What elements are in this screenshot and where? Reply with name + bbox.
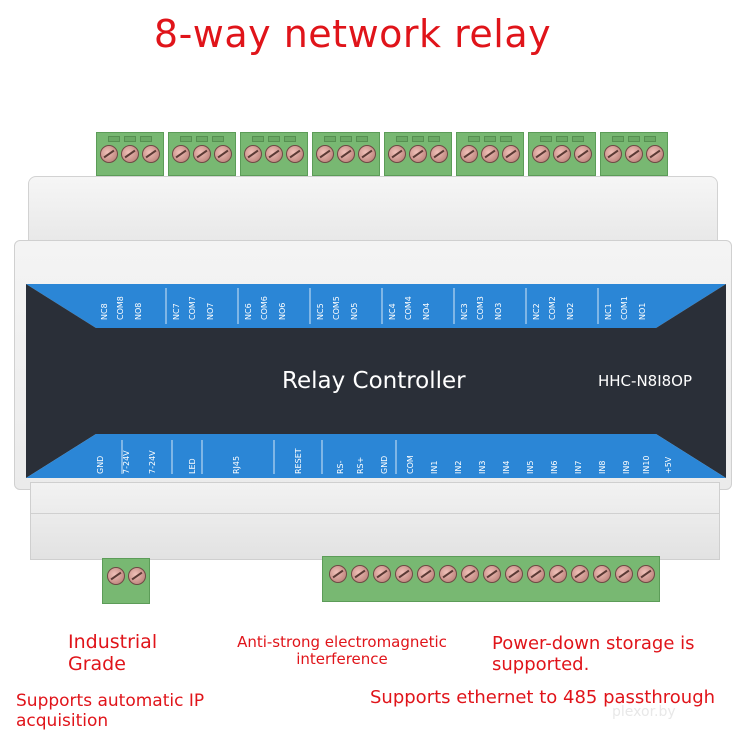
relay-label-no4: NO4 (422, 302, 431, 320)
relay-label-nc4: NC4 (388, 303, 397, 320)
relay-label-nc6: NC6 (244, 303, 253, 320)
feature-anti-em: Anti-strong electromagnetic interference (237, 633, 447, 669)
terminal-block-relay-8 (96, 132, 164, 176)
relay-label-no8: NO8 (134, 302, 143, 320)
product-title: 8-way network relay (153, 12, 552, 56)
io-label-13: IN4 (502, 460, 511, 474)
relay-label-nc2: NC2 (532, 303, 541, 320)
io-label-19: IN10 (642, 455, 651, 474)
relay-label-com3: COM3 (476, 296, 485, 320)
relay-label-nc8: NC8 (100, 303, 109, 320)
io-label-12: IN3 (478, 460, 487, 474)
feature-industrial-grade: Industrial Grade (68, 631, 158, 675)
relay-label-com8: COM8 (116, 296, 125, 320)
io-label-9: COM (406, 455, 415, 474)
terminal-block-relay-7 (168, 132, 236, 176)
io-label-6: RS- (336, 460, 345, 474)
relay-label-com1: COM1 (620, 296, 629, 320)
panel-graphic (26, 284, 726, 478)
io-label-16: IN7 (574, 460, 583, 474)
label-panel: NC8 COM8 NO8 NC7 COM7 NO7 NC6 COM6 NO6 NC5 COM5 NO5… (26, 284, 726, 478)
panel-title: Relay Controller (282, 368, 466, 394)
io-label-18: IN9 (622, 460, 631, 474)
terminal-block-relay-6 (240, 132, 308, 176)
relay-label-no2: NO2 (566, 302, 575, 320)
feature-auto-ip: Supports automatic IP acquisition (16, 691, 205, 731)
io-label-20: +5V (664, 456, 673, 474)
io-label-14: IN5 (526, 460, 535, 474)
io-label-8: GND (380, 455, 389, 474)
relay-label-no3: NO3 (494, 302, 503, 320)
relay-label-no1: NO1 (638, 302, 647, 320)
relay-label-nc5: NC5 (316, 303, 325, 320)
io-terminal-block (322, 556, 660, 602)
relay-label-com2: COM2 (548, 296, 557, 320)
io-label-17: IN8 (598, 460, 607, 474)
io-label-1: 7-24V (122, 450, 131, 474)
relay-label-com7: COM7 (188, 296, 197, 320)
terminal-block-relay-1 (600, 132, 668, 176)
relay-label-nc3: NC3 (460, 303, 469, 320)
relay-label-com6: COM6 (260, 296, 269, 320)
io-label-11: IN2 (454, 460, 463, 474)
top-terminal-blocks (96, 132, 668, 176)
housing-top (28, 176, 718, 248)
terminal-block-io (322, 556, 660, 602)
terminal-block-power (102, 558, 150, 604)
relay-label-no6: NO6 (278, 302, 287, 320)
io-label-4: RJ45 (232, 455, 241, 474)
relay-label-com5: COM5 (332, 296, 341, 320)
housing-bottom (30, 482, 720, 560)
io-label-15: IN6 (550, 460, 559, 474)
feature-ethernet-485: Supports ethernet to 485 passthrough (370, 687, 716, 708)
relay-label-nc1: NC1 (604, 303, 613, 320)
io-label-10: IN1 (430, 460, 439, 474)
terminal-block-relay-4 (384, 132, 452, 176)
relay-label-com4: COM4 (404, 296, 413, 320)
terminal-block-relay-3 (456, 132, 524, 176)
relay-label-no7: NO7 (206, 302, 215, 320)
watermark: plexor.by (612, 704, 676, 720)
io-label-3: LED (188, 458, 197, 474)
power-terminal-block (102, 558, 150, 604)
terminal-block-relay-5 (312, 132, 380, 176)
terminal-block-relay-2 (528, 132, 596, 176)
feature-power-down-storage: Power-down storage is supported. (492, 633, 695, 675)
io-label-5: RESET (294, 448, 303, 474)
relay-label-nc7: NC7 (172, 303, 181, 320)
io-label-7: RS+ (356, 456, 365, 474)
model-number: HHC-N8I8OP (598, 372, 693, 390)
io-label-2: 7-24V (148, 450, 157, 474)
relay-label-no5: NO5 (350, 302, 359, 320)
io-label-0: GND (96, 455, 105, 474)
